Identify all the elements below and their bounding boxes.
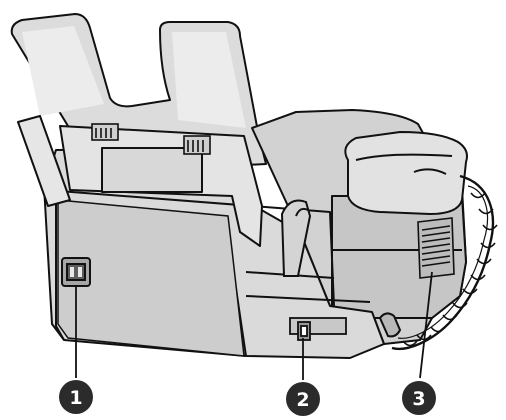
speaker-grille <box>417 217 455 279</box>
tray-clip-left <box>91 123 119 141</box>
leader-line-3 <box>419 271 433 379</box>
svg-text:2: 2 <box>296 389 309 411</box>
callout-3: 3 <box>402 381 436 415</box>
svg-text:1: 1 <box>69 387 82 409</box>
cord-exit <box>378 312 402 338</box>
document-tray <box>17 115 263 247</box>
front-panel-shade <box>57 199 245 357</box>
handset-cord <box>391 174 498 351</box>
ac-inlet <box>61 257 91 287</box>
svg-text:3: 3 <box>412 388 425 410</box>
tray-clip-right <box>183 135 211 155</box>
callout-1: 1 <box>59 380 93 414</box>
paper-guide <box>280 199 312 277</box>
telephone-line-jack <box>289 317 347 341</box>
callout-2: 2 <box>286 382 320 416</box>
handset <box>344 131 468 215</box>
leader-lines <box>75 271 433 380</box>
